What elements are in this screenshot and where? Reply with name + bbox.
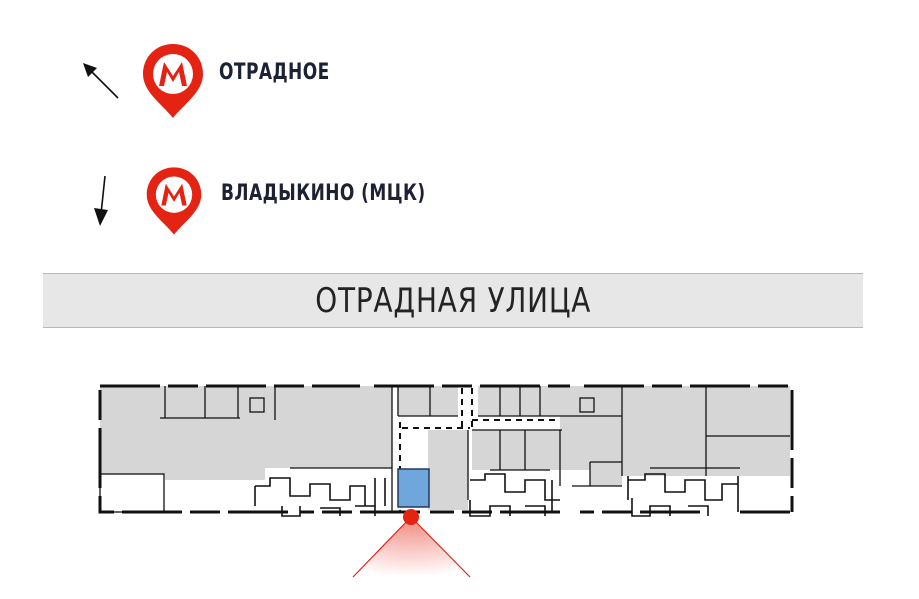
street-bar: ОТРАДНАЯ УЛИЦА — [43, 273, 863, 328]
inner-walls — [99, 386, 790, 513]
corridor-outline — [399, 388, 556, 512]
metro-logo-icon — [143, 44, 203, 118]
highlighted-room — [397, 468, 430, 508]
small-rooms-right — [627, 473, 739, 517]
station-name-vladykino: ВЛАДЫКИНО (МЦК) — [221, 181, 426, 206]
viewpoint-marker — [352, 509, 471, 578]
down-arrow-icon — [94, 175, 108, 226]
outer-walls — [98, 384, 794, 514]
small-rooms-middle — [469, 473, 560, 517]
station-name-otradnoe: ОТРАДНОЕ — [219, 60, 330, 85]
street-name: ОТРАДНАЯ УЛИЦА — [315, 280, 591, 321]
metro-logo-icon — [146, 167, 202, 235]
small-rooms-left — [254, 477, 386, 517]
room-fills — [100, 386, 790, 510]
up-left-arrow-icon — [83, 63, 119, 99]
